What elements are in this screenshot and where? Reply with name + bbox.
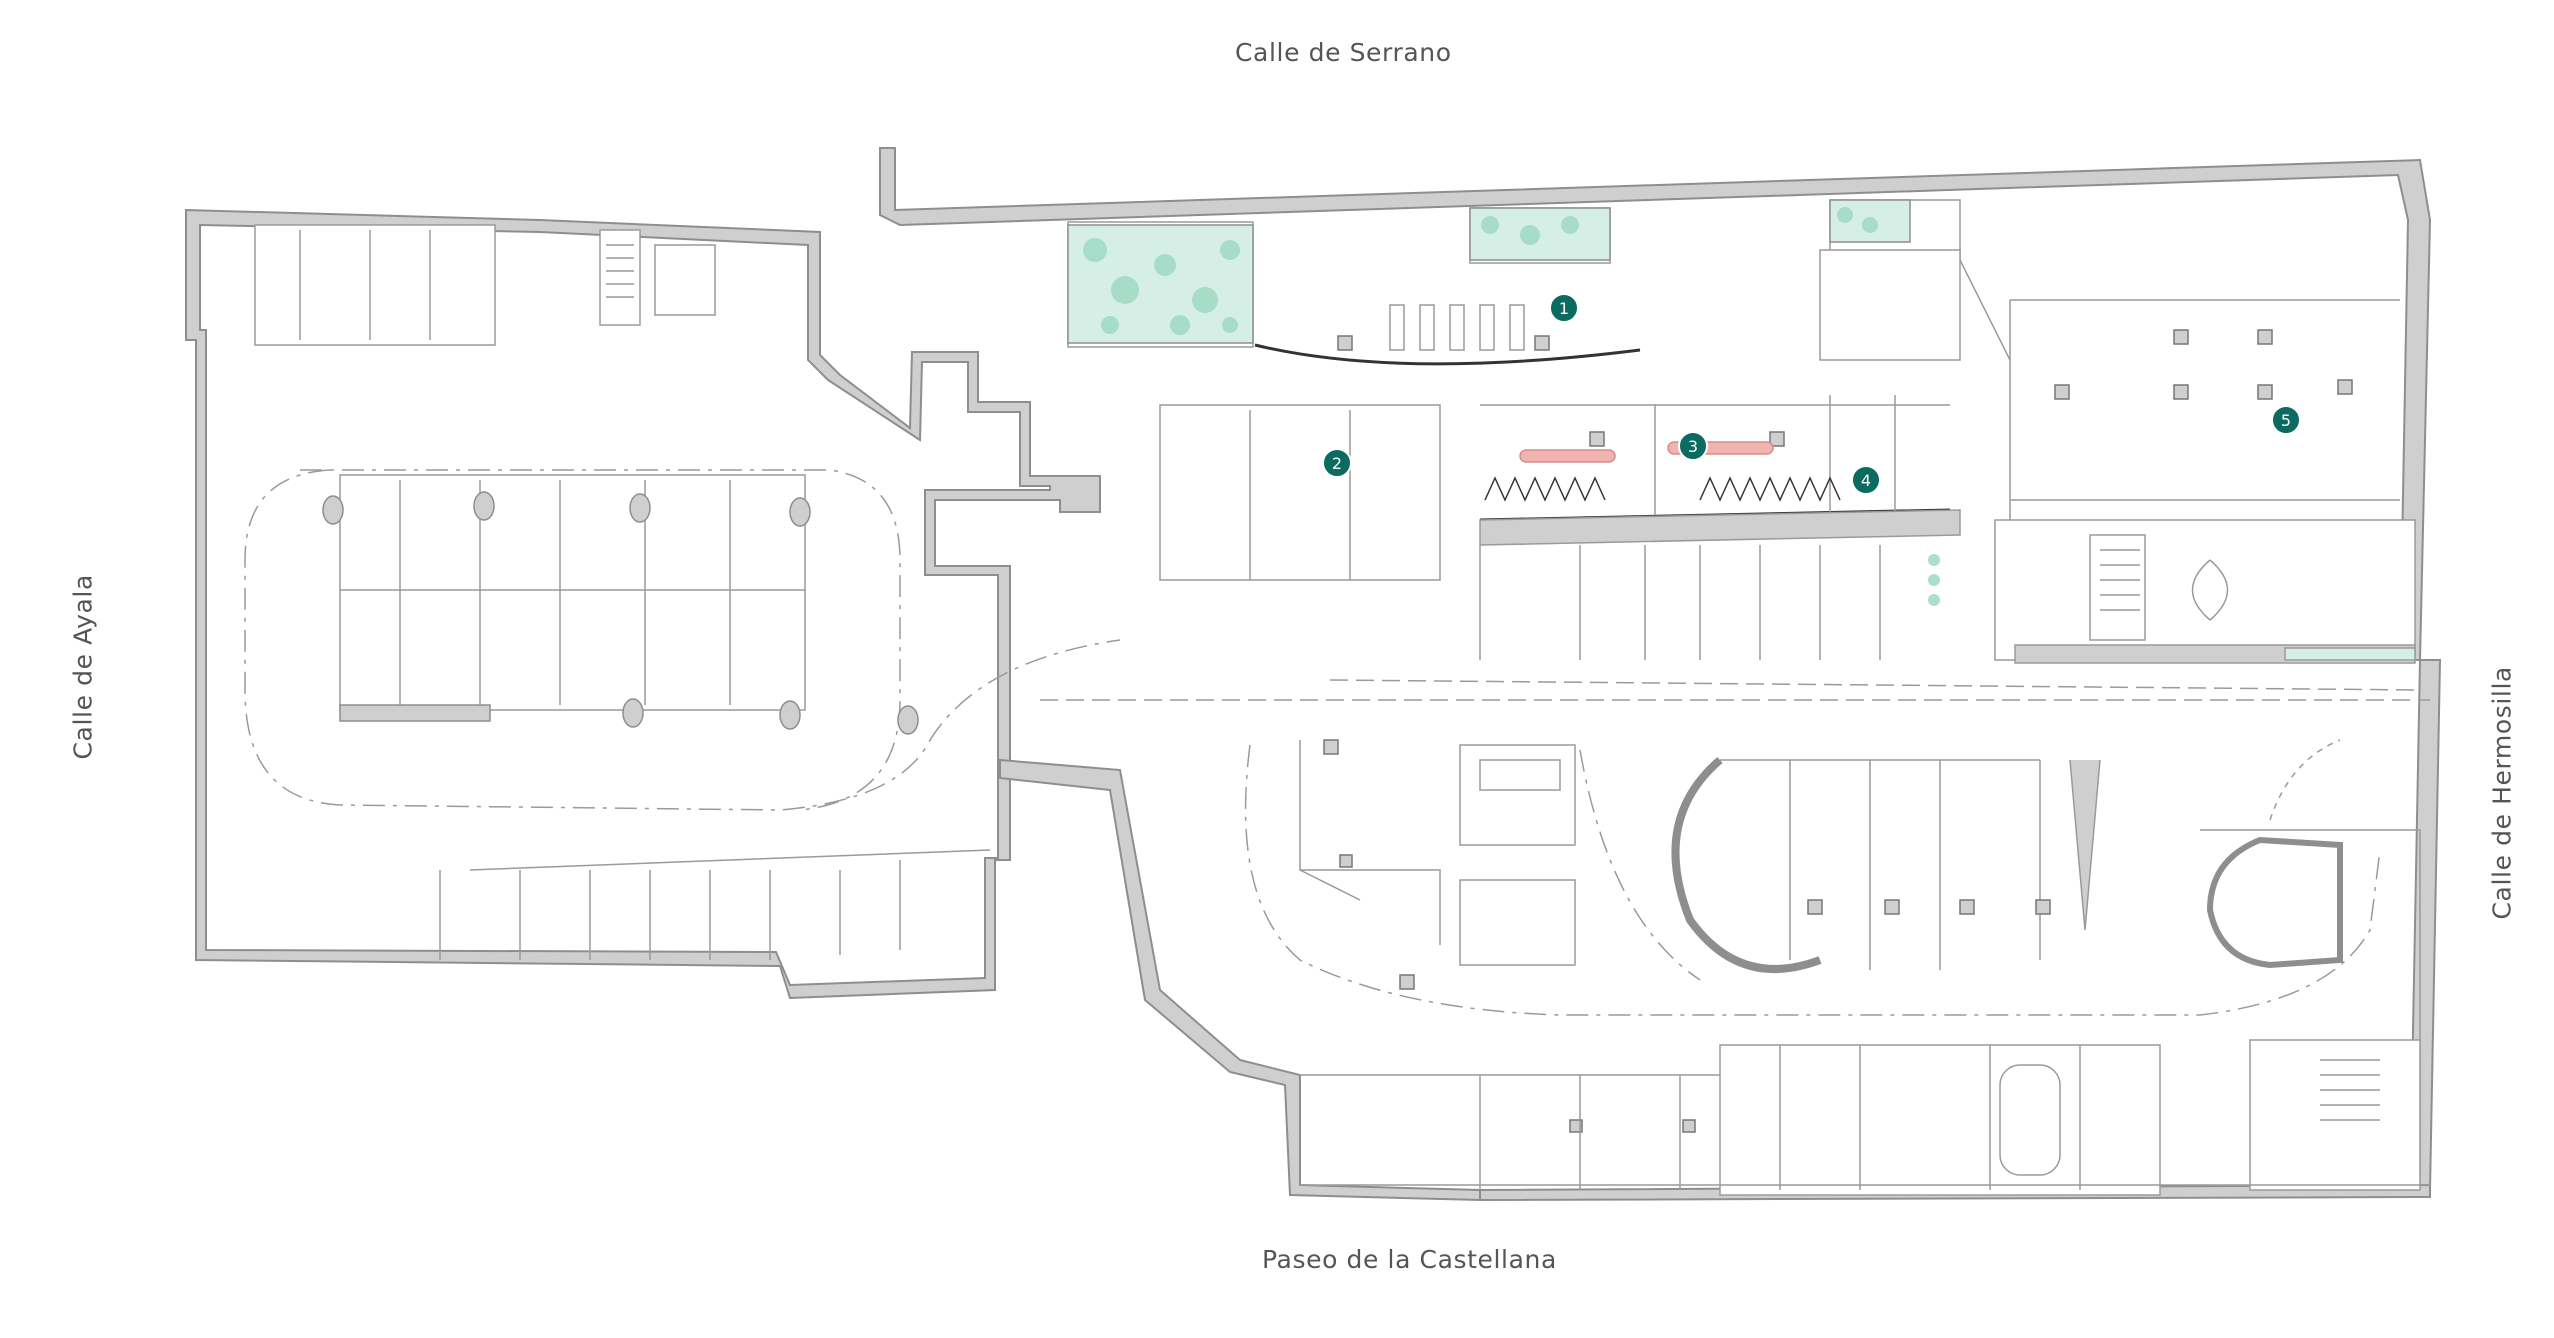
zone-marker-label: 3 <box>1688 437 1698 456</box>
zone-marker-2: 2 <box>1322 448 1352 478</box>
zone-marker-3: 3 <box>1678 431 1708 461</box>
street-label-south: Paseo de la Castellana <box>1262 1245 1557 1274</box>
zone-marker-5: 5 <box>2271 405 2301 435</box>
zone-marker-label: 2 <box>1332 454 1342 473</box>
greenery <box>1083 207 1940 606</box>
zone-marker-4: 4 <box>1851 465 1881 495</box>
zone-marker-label: 1 <box>1559 299 1569 318</box>
parking-south <box>1040 679 2430 1196</box>
zone-marker-label: 4 <box>1861 471 1871 490</box>
street-label-north: Calle de Serrano <box>1235 38 1452 67</box>
zone-marker-label: 5 <box>2281 411 2291 430</box>
zone-markers: 1 2 3 4 5 <box>1322 293 2301 495</box>
office-north <box>1067 199 2416 664</box>
zone-marker-1: 1 <box>1549 293 1579 323</box>
parking-west <box>244 224 1121 960</box>
